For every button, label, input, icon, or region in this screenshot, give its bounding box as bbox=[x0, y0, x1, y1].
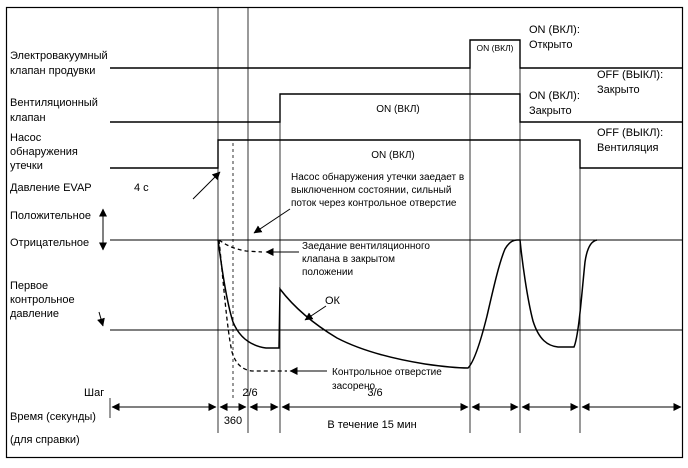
label-vent-valve-line1: Вентиляционный bbox=[10, 97, 98, 109]
time-15min-label: В течение 15 мин bbox=[327, 419, 416, 431]
label-purge-valve-line2: клапан продувки bbox=[10, 65, 95, 77]
label-vent-valve-line2: клапан bbox=[10, 112, 46, 124]
step-3-6-label: 3/6 bbox=[367, 387, 382, 399]
vent-valve-signal-trace bbox=[110, 93, 683, 123]
annotation-clogged-line2: засорено bbox=[332, 381, 375, 392]
four-seconds-arrow bbox=[192, 171, 221, 200]
diagram-border bbox=[5, 6, 684, 459]
step-2-6-label: 2/6 bbox=[242, 387, 257, 399]
leak-pump-signal-trace bbox=[110, 139, 683, 169]
legend-purge-on-line2: Открыто bbox=[529, 39, 572, 51]
pressure-reference-lines bbox=[110, 239, 683, 331]
label-first-check-line2: контрольное bbox=[10, 294, 75, 306]
annotation-texts: 4 с Насос обнаружения утечки заедает в в… bbox=[134, 171, 464, 392]
annotation-vent-stuck-line3: положении bbox=[302, 267, 353, 278]
label-evap-pressure: Давление EVAP bbox=[10, 182, 92, 194]
pump-on-label: ON (ВКЛ) bbox=[371, 150, 415, 161]
pressure-curve-orifice-clogged bbox=[218, 239, 287, 372]
left-axis-labels: Электровакуумный клапан продувки Вентиля… bbox=[10, 50, 108, 446]
annotation-four-seconds: 4 с bbox=[134, 182, 149, 194]
purge-pulse-on-label: ON (ВКЛ) bbox=[477, 43, 514, 53]
legend-vent-off-line1: OFF (ВЫКЛ): bbox=[597, 127, 663, 139]
pressure-curve-ok bbox=[217, 239, 598, 369]
label-step: Шаг bbox=[84, 387, 104, 399]
annotation-vent-stuck-line1: Заедание вентиляционного bbox=[302, 241, 430, 252]
legend-purge-on-line1: ON (ВКЛ): bbox=[529, 24, 580, 36]
legend-purge-off-line2: Закрыто bbox=[597, 84, 640, 96]
label-positive: Положительное bbox=[10, 210, 91, 222]
label-time-seconds: Время (секунды) bbox=[10, 411, 96, 423]
annotation-clogged-line1: Контрольное отверстие bbox=[332, 367, 442, 378]
purge-valve-signal-trace bbox=[110, 39, 683, 69]
label-first-check-line3: давление bbox=[10, 308, 59, 320]
first-check-pressure-arrow bbox=[97, 311, 105, 327]
annotation-arrows bbox=[97, 171, 327, 375]
vent-on-label: ON (ВКЛ) bbox=[376, 104, 420, 115]
label-pump-line3: утечки bbox=[10, 160, 43, 172]
annotation-vent-stuck-line2: клапана в закрытом bbox=[302, 254, 395, 265]
ok-arrow bbox=[304, 305, 327, 321]
label-pump-line2: обнаружения bbox=[10, 146, 78, 158]
pressure-curve-vent-stuck-closed bbox=[218, 239, 263, 253]
label-negative: Отрицательное bbox=[10, 237, 89, 249]
label-first-check-line1: Первое bbox=[10, 280, 48, 292]
annotation-ok: ОК bbox=[325, 295, 341, 307]
bottom-step-time-labels: 2/6 3/6 360 В течение 15 мин bbox=[224, 387, 417, 431]
label-for-reference: (для справки) bbox=[10, 434, 80, 446]
on-trace-state-labels: ON (ВКЛ) ON (ВКЛ) ON (ВКЛ) bbox=[371, 43, 513, 161]
legend-vent-off-line2: Вентиляция bbox=[597, 142, 659, 154]
legend-vent-on-line2: Закрыто bbox=[529, 105, 572, 117]
legend-vent-on-line1: ON (ВКЛ): bbox=[529, 90, 580, 102]
right-state-legend: ON (ВКЛ): Открыто OFF (ВЫКЛ): Закрыто ON… bbox=[529, 24, 663, 154]
label-purge-valve-line1: Электровакуумный bbox=[10, 50, 108, 62]
label-pump-line1: Насос bbox=[10, 132, 42, 144]
time-360-label: 360 bbox=[224, 415, 242, 427]
annotation-pump-stuck-line3: поток через контрольное отверстие bbox=[291, 198, 457, 209]
annotation-pump-stuck-line2: выключенном состоянии, сильный bbox=[291, 185, 451, 196]
legend-purge-off-line1: OFF (ВЫКЛ): bbox=[597, 69, 663, 81]
pump-stuck-arrow bbox=[253, 208, 291, 234]
annotation-pump-stuck-line1: Насос обнаружения утечки заедает в bbox=[291, 171, 464, 183]
